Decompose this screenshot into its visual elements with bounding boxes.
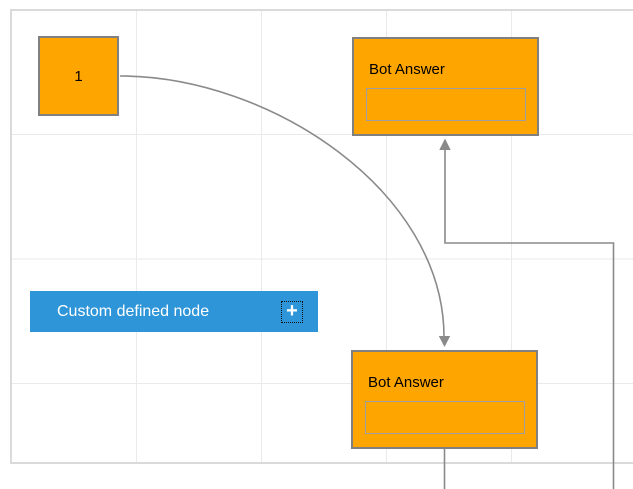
answer-input[interactable] <box>366 88 526 121</box>
custom-defined-node-label: Custom defined node <box>57 302 210 320</box>
add-node-button[interactable]: + <box>281 301 303 323</box>
start-node[interactable]: 1 <box>38 36 119 116</box>
answer-input[interactable] <box>365 401 525 434</box>
bot-answer-node-bottom[interactable]: Bot Answer <box>351 350 538 449</box>
bot-answer-node-top[interactable]: Bot Answer <box>352 37 539 136</box>
arrow-down-icon <box>438 336 451 347</box>
connector-curve[interactable] <box>119 75 445 338</box>
bot-answer-title: Bot Answer <box>369 61 445 78</box>
custom-defined-node-button[interactable]: Custom defined node + <box>30 291 318 332</box>
arrow-up-icon <box>439 138 451 150</box>
start-node-label: 1 <box>74 67 83 85</box>
connector-orthogonal[interactable] <box>444 150 615 489</box>
plus-icon: + <box>286 300 298 322</box>
bot-answer-title: Bot Answer <box>368 374 444 391</box>
